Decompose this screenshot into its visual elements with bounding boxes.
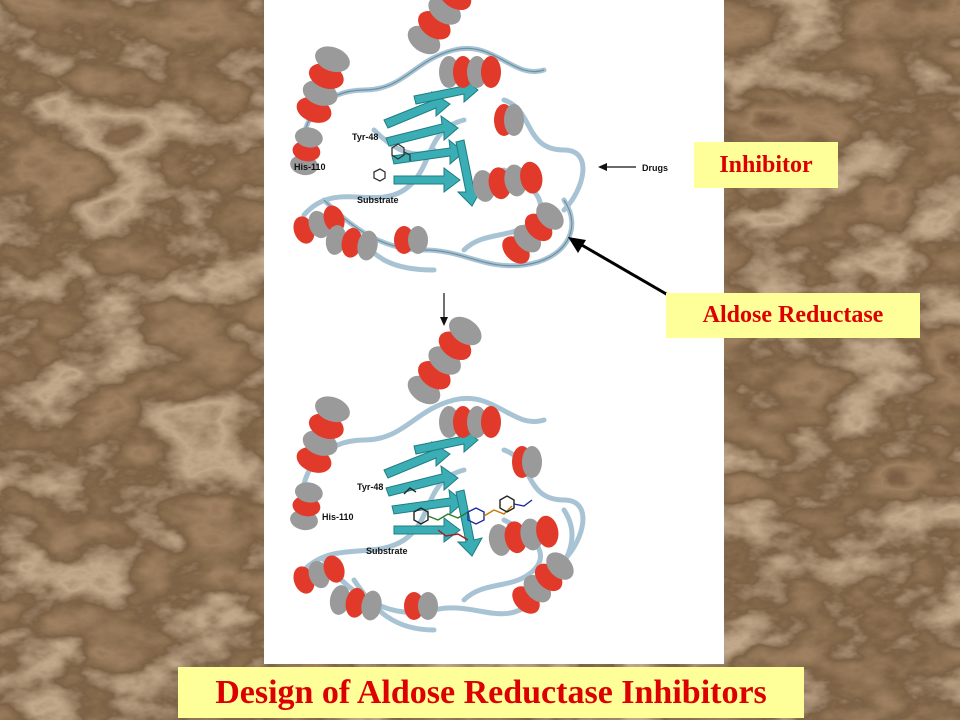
bottom-label-his110: His-110	[322, 512, 354, 522]
top-label-substrate: Substrate	[357, 195, 399, 205]
aldose-reductase-callout: Aldose Reductase	[666, 293, 920, 338]
arrow-down-icon	[440, 293, 448, 326]
top-label-his110: His-110	[294, 162, 326, 172]
bottom-protein-structure: Tyr-48 His-110 Substrate	[290, 316, 586, 633]
figure-panel: Tyr-48 His-110 Substrate Drugs	[264, 0, 724, 664]
top-label-drugs: Drugs	[642, 163, 668, 173]
slide-title: Design of Aldose Reductase Inhibitors	[178, 667, 804, 718]
top-protein-structure: Tyr-48 His-110 Substrate Drugs	[290, 0, 668, 273]
top-label-tyr48: Tyr-48	[352, 132, 378, 142]
bottom-label-tyr48: Tyr-48	[357, 482, 383, 492]
arrow-left-icon	[598, 163, 636, 171]
inhibitor-callout: Inhibitor	[694, 142, 838, 188]
bottom-label-substrate: Substrate	[366, 546, 408, 556]
